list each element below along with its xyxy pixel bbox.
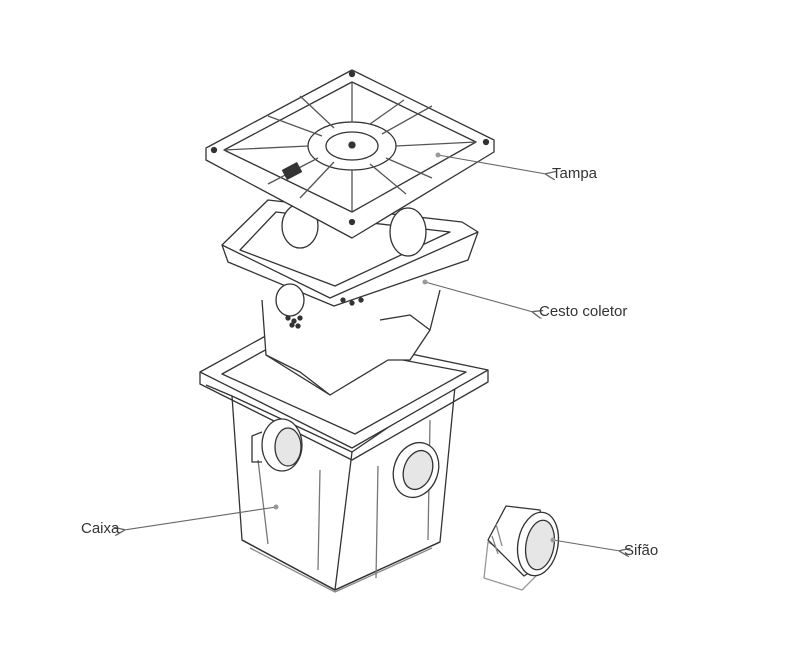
tampa-part — [205, 69, 495, 239]
tampa-callout-dot — [435, 152, 441, 158]
caixa-label: Caixa — [81, 520, 120, 537]
tampa-callout-arrow — [437, 154, 546, 174]
sifao-callout-arrow — [552, 539, 620, 551]
caixa-callout-arrow — [124, 506, 277, 530]
sifao-part — [483, 505, 560, 591]
cesto-coletor-part — [221, 199, 479, 396]
sifao-label: Sifão — [624, 542, 659, 559]
tampa-label: Tampa — [552, 165, 598, 182]
cesto-coletor-callout-dot — [422, 279, 428, 285]
cesto-coletor-callout-arrow — [424, 281, 533, 312]
cesto-coletor-label: Cesto coletor — [539, 303, 628, 320]
caixa-callout-dot — [273, 504, 279, 510]
sifao-callout-dot — [550, 537, 556, 543]
